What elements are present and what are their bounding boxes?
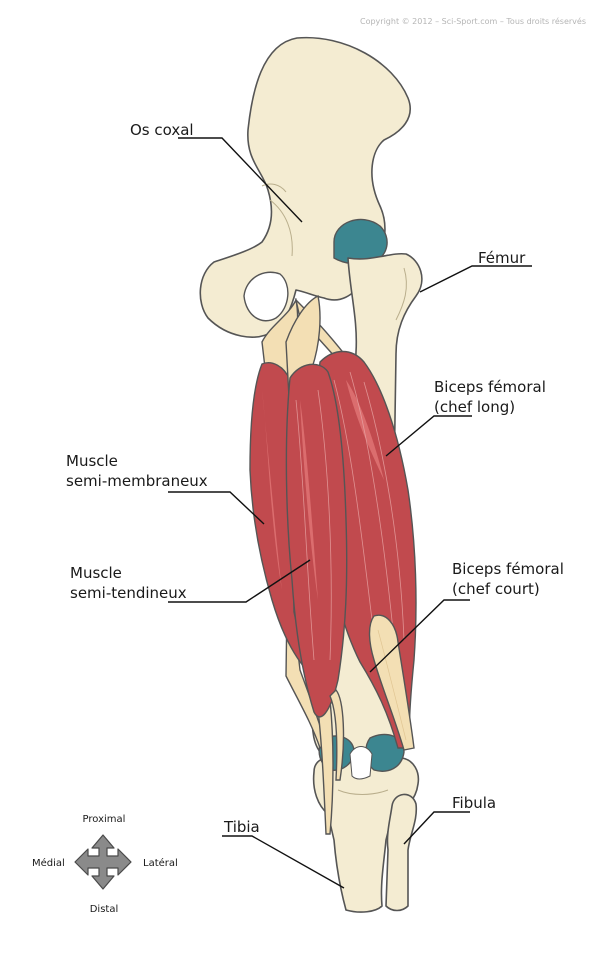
leader-fibula — [403, 811, 470, 845]
leader-os-coxal — [178, 137, 303, 223]
label-biceps-long-line1: Biceps fémoral — [434, 378, 546, 396]
medial-tendon-strip — [329, 688, 345, 781]
leader-biceps-long — [385, 415, 472, 457]
compass-right-label: Latéral — [143, 857, 178, 869]
label-fibula: Fibula — [452, 794, 496, 812]
label-biceps-long-line2: (chef long) — [434, 398, 515, 416]
label-semi-tendineux-line2: semi-tendineux — [70, 584, 187, 602]
biceps-femoral-chef-court-tendon — [368, 614, 415, 751]
direction-compass: Proximal Distal Médial Latéral — [32, 814, 178, 915]
compass-arrows-icon — [74, 834, 132, 890]
fibula-bone — [385, 793, 418, 912]
compass-left-label: Médial — [32, 857, 65, 869]
intercondylar-notch — [349, 746, 373, 780]
semi-tendineux-muscle — [285, 294, 348, 835]
label-semi-membraneux-line1: Muscle — [66, 452, 118, 470]
copyright-text: Copyright © 2012 – Sci-Sport.com – Tous … — [360, 16, 586, 26]
label-femur: Fémur — [478, 249, 526, 267]
compass-down-label: Distal — [90, 904, 119, 915]
label-tibia: Tibia — [223, 818, 260, 836]
leader-lines — [168, 137, 532, 889]
label-biceps-court-line2: (chef court) — [452, 580, 540, 598]
label-semi-membraneux-line2: semi-membraneux — [66, 472, 208, 490]
leader-tibia — [222, 835, 345, 889]
leader-semi-tendineux — [168, 559, 311, 603]
compass-up-label: Proximal — [83, 814, 126, 825]
label-semi-tendineux-line1: Muscle — [70, 564, 122, 582]
label-os-coxal: Os coxal — [130, 121, 194, 139]
leader-biceps-court — [369, 599, 470, 673]
label-biceps-court-line1: Biceps fémoral — [452, 560, 564, 578]
leader-semi-membraneux — [168, 491, 265, 525]
leader-femur — [419, 265, 532, 293]
tibia-bone — [312, 756, 420, 913]
